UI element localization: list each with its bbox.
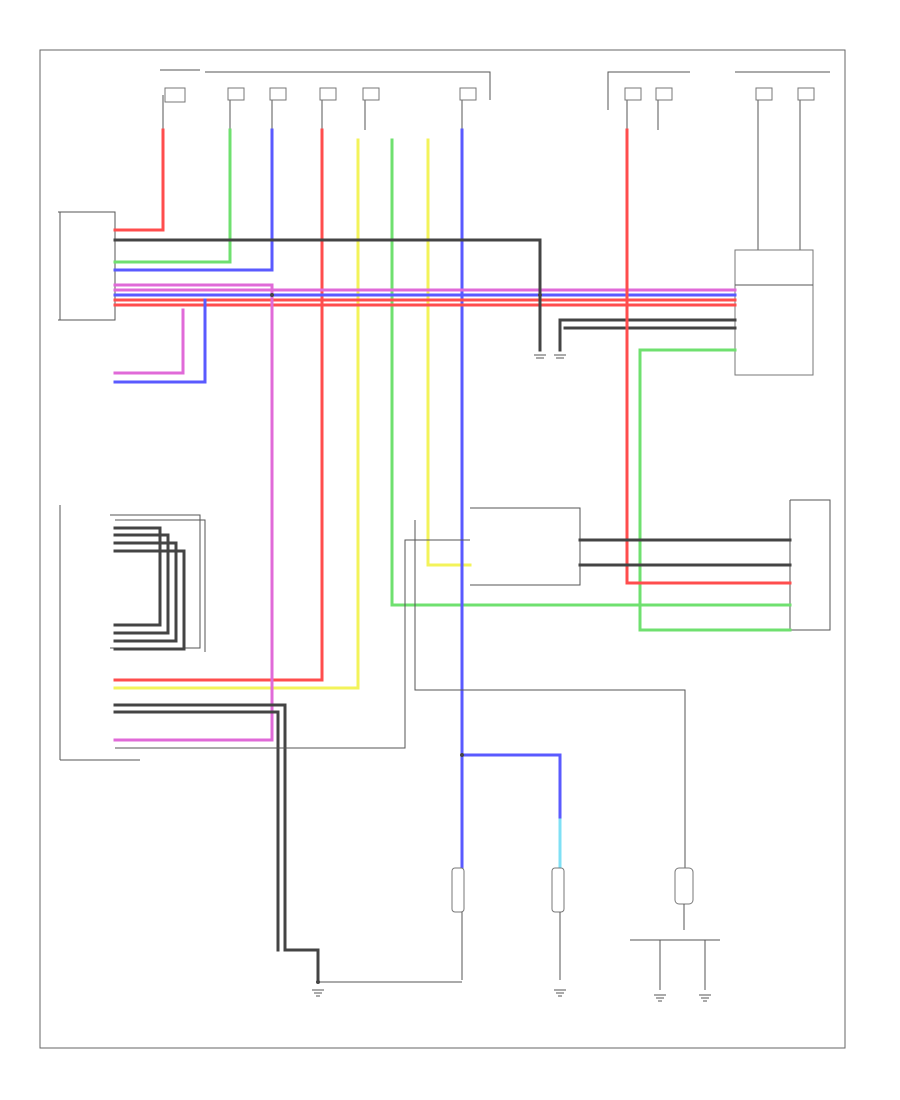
fuse-block-right [607, 71, 830, 250]
diagram-border [39, 49, 846, 1049]
ground-symbol-5 [534, 354, 546, 359]
splice-dot [270, 293, 274, 297]
splice-dot [460, 753, 464, 757]
wire-black-audio [113, 703, 320, 982]
wire-blue-1 [113, 128, 274, 272]
ground-symbol-1 [312, 989, 324, 997]
wire-black-7 [414, 520, 686, 870]
ground-symbol-2 [554, 989, 566, 997]
audio-unit-module [59, 505, 206, 761]
wire-pink-down [113, 283, 274, 742]
wire-pink-small [113, 308, 185, 375]
wire-blue-2 [460, 128, 562, 822]
wire-blue-small [113, 298, 207, 384]
wire-red-2 [113, 128, 324, 682]
wire-yellow-2 [426, 138, 472, 567]
splice-dot [316, 980, 320, 984]
wire-green-3 [638, 348, 792, 632]
antenna-amp [451, 867, 465, 980]
wire-green [113, 128, 232, 264]
wire-thin-audio [115, 539, 470, 749]
wire-yellow-1 [113, 138, 360, 690]
ground-symbol-6 [554, 354, 566, 359]
hands-free-module [630, 867, 720, 990]
climate-control-module [734, 249, 814, 376]
splice-dot [538, 293, 542, 297]
wire-red-3 [625, 128, 792, 585]
wire-green-2 [390, 138, 792, 607]
wire-red-batt [113, 128, 165, 232]
audio-bundle [113, 526, 186, 651]
ground-symbol-4 [699, 994, 711, 1002]
rear-antenna-amp [551, 867, 565, 980]
body-control-module [58, 211, 116, 321]
fuse-block-left [160, 69, 491, 130]
ground-symbol-3 [654, 994, 666, 1002]
wire-black-1 [113, 238, 542, 352]
wire-black-audio-2 [113, 710, 280, 952]
